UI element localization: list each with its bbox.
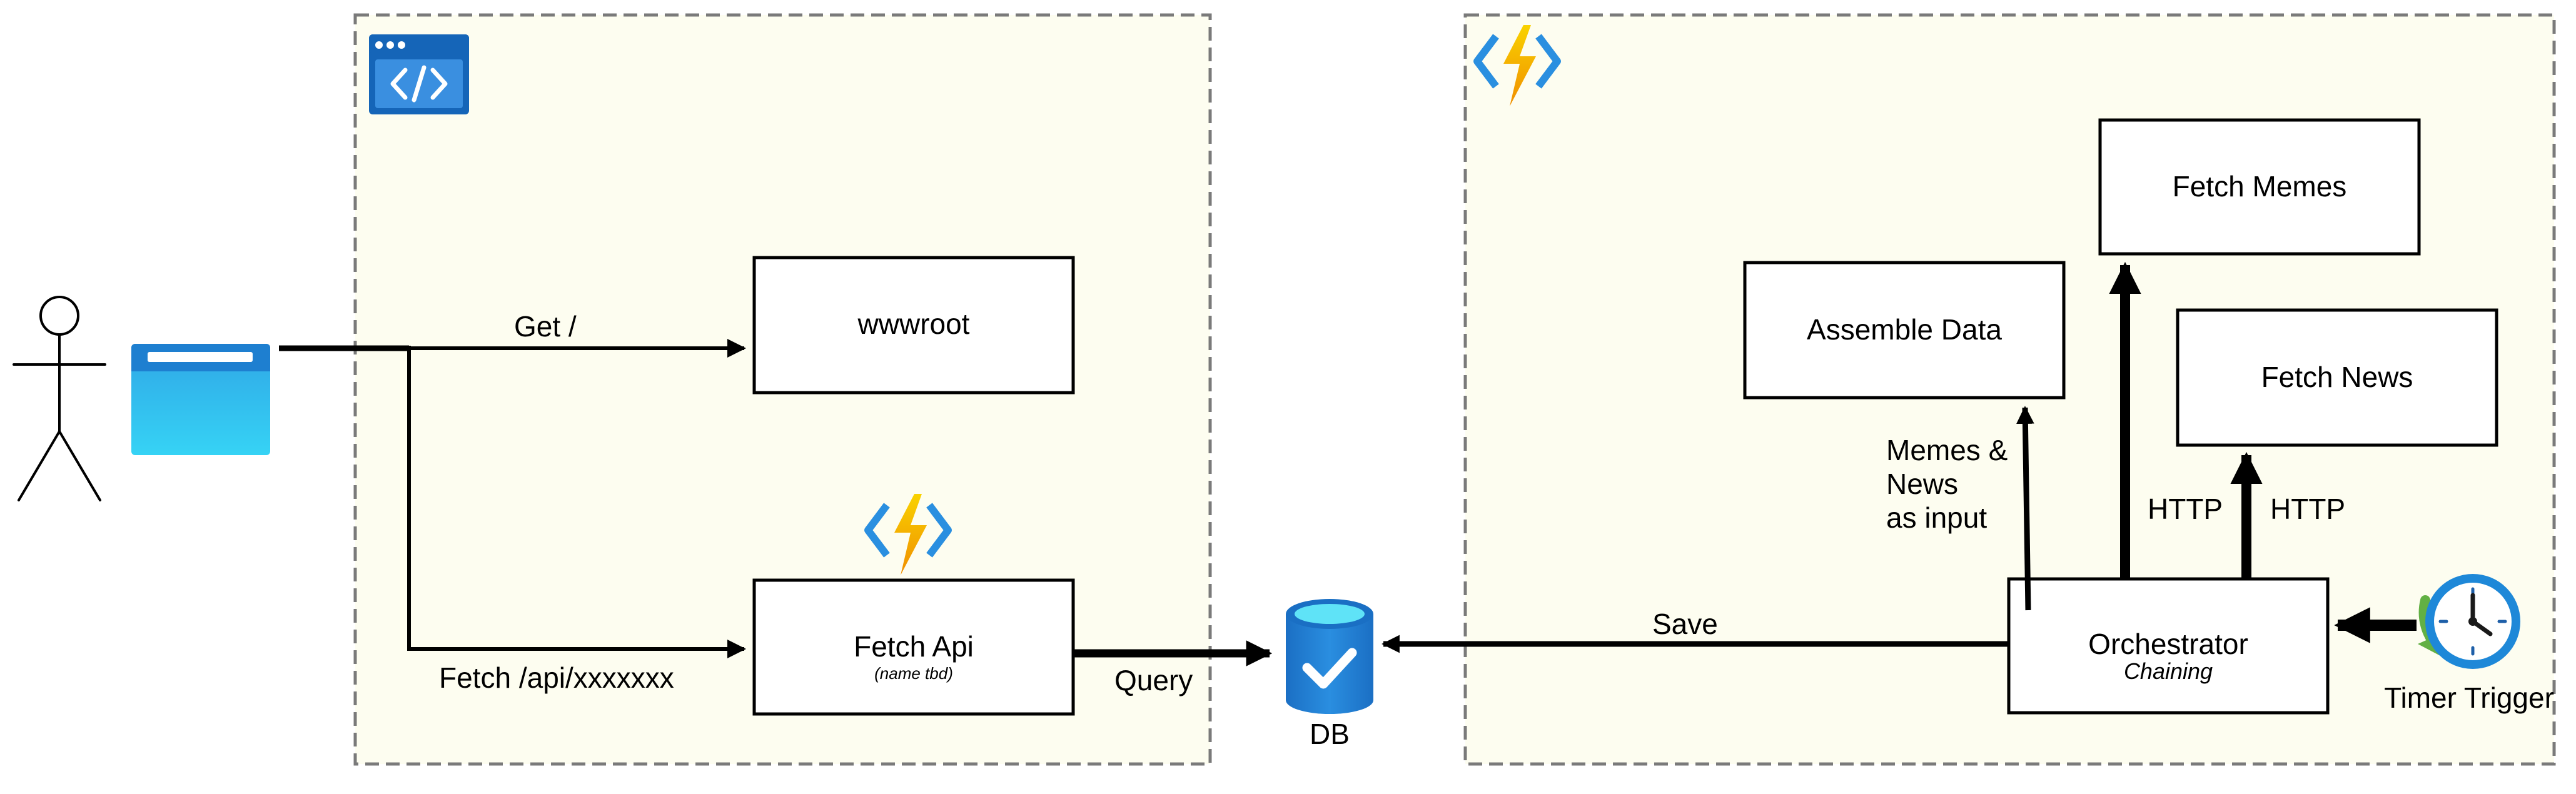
db-label: DB (1310, 718, 1350, 750)
assemble-arrow (2016, 406, 2034, 611)
fetch-api-box (752, 578, 1075, 716)
orchestrator-sublabel: Chaining (2124, 658, 2213, 684)
orchestrator-label: Orchestrator (2088, 628, 2248, 660)
assemble-data-box (1743, 261, 2066, 400)
web-app-code-icon (369, 34, 469, 114)
memes-news-label-1: Memes & (1886, 434, 2008, 466)
fetch-api-label: Fetch Api (854, 630, 974, 663)
assemble-data-label: Assemble Data (1807, 313, 2002, 346)
clock-icon (2418, 574, 2520, 669)
fetch-api-sublabel: (name tbd) (874, 664, 953, 683)
stick-figure-icon (13, 296, 106, 501)
fetch-api-edge-label: Fetch /api/xxxxxxx (439, 661, 674, 694)
http-news-label: HTTP (2270, 493, 2345, 525)
fetch-news-label: Fetch News (2261, 361, 2413, 393)
browser-window-icon (131, 344, 270, 455)
memes-news-label-2: News (1886, 468, 1958, 500)
get-edge-label: Get / (514, 310, 577, 343)
save-edge-label: Save (1652, 608, 1718, 640)
browser-connectors (279, 339, 746, 658)
query-edge-label: Query (1114, 664, 1193, 696)
wwwroot-label: wwwroot (857, 308, 970, 340)
azure-function-icon (1473, 25, 1561, 106)
http-memes-label: HTTP (2148, 493, 2223, 525)
timer-trigger-label: Timer Trigger (2384, 681, 2554, 714)
fetch-memes-box (2098, 118, 2421, 256)
fetch-news-box (2176, 308, 2498, 447)
database-check-icon (1286, 599, 1373, 714)
memes-news-label-3: as input (1886, 501, 1987, 534)
fetch-memes-label: Fetch Memes (2173, 170, 2347, 203)
wwwroot-box (752, 256, 1075, 394)
fetch-api-function-icon (864, 494, 952, 575)
